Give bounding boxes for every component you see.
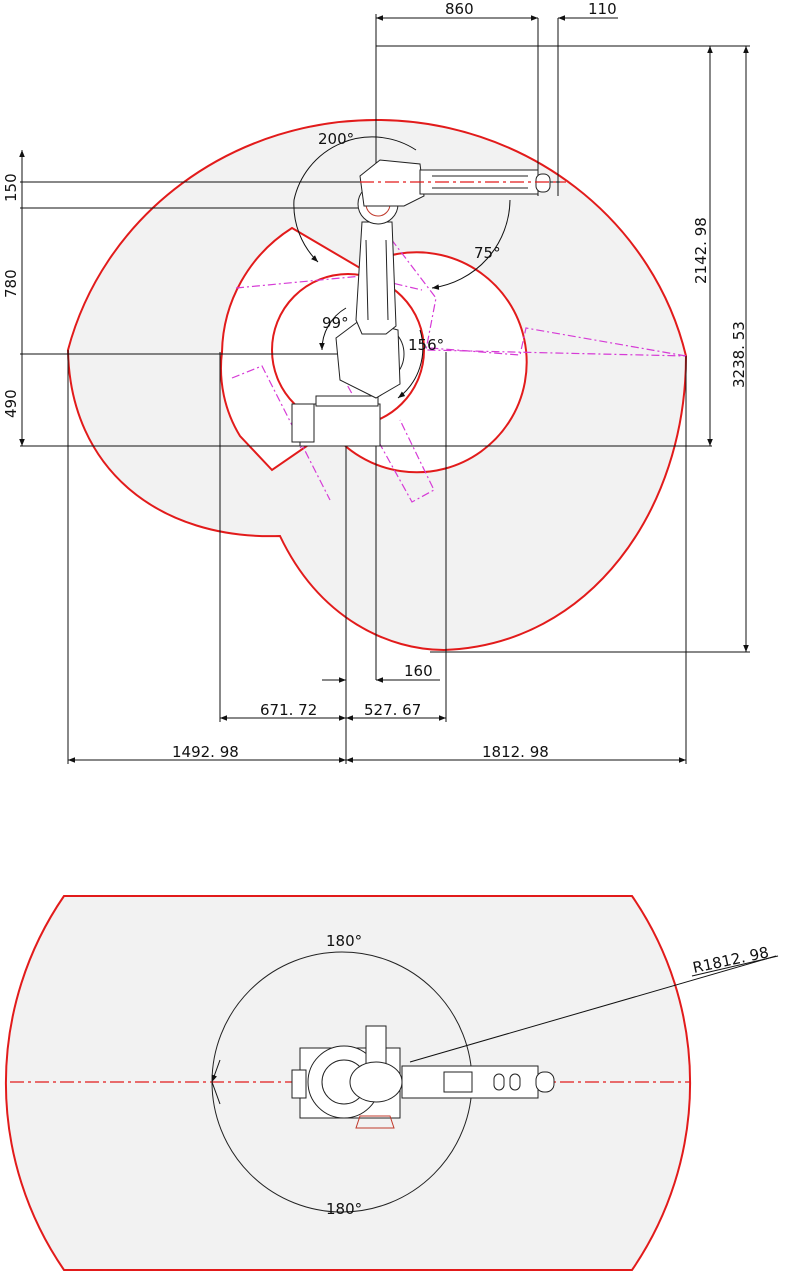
dim-527-67: 527. 67 — [364, 701, 421, 719]
dim-150: 150 — [2, 173, 20, 202]
dim-2142-98: 2142. 98 — [692, 217, 710, 284]
dim-160: 160 — [404, 662, 433, 680]
robot-upper-arm — [359, 159, 425, 207]
top-view: R1812. 98 180° 180° — [4, 895, 779, 1271]
angle-200: 200° — [318, 130, 354, 148]
dim-780: 780 — [2, 269, 20, 298]
side-view: 860 110 150 780 490 2142. 98 3238. 53 16… — [2, 0, 750, 764]
robot-cable-box — [291, 403, 315, 443]
robot-cable-top — [291, 1069, 307, 1099]
dimension-lines — [19, 14, 750, 764]
angle-99: 99° — [322, 314, 349, 332]
robot-side — [291, 159, 566, 447]
dim-671-72: 671. 72 — [260, 701, 317, 719]
radius-leader — [409, 955, 777, 1063]
robot-wrist-top — [535, 1071, 555, 1093]
dim-3238-53: 3238. 53 — [730, 321, 748, 388]
dim-1812-98: 1812. 98 — [482, 743, 549, 761]
robot-elbow-top — [349, 1061, 403, 1103]
robot-motor-top — [365, 1025, 387, 1067]
angle-156: 156° — [408, 336, 444, 354]
angle-180-top: 180° — [326, 932, 362, 950]
robot-base-plate — [315, 395, 379, 407]
robot-wrist — [535, 173, 551, 193]
robot-top — [291, 1025, 555, 1129]
radius-label: R1812. 98 — [691, 943, 770, 977]
dim-490: 490 — [2, 389, 20, 418]
angle-arcs — [293, 136, 511, 399]
angle-180-bottom: 180° — [326, 1200, 362, 1218]
dim-110: 110 — [588, 0, 617, 18]
dim-860: 860 — [445, 0, 474, 18]
robot-lower-arm — [355, 221, 397, 335]
robot-forearm-top — [401, 1065, 539, 1099]
dim-1492-98: 1492. 98 — [172, 743, 239, 761]
angle-75: 75° — [474, 244, 501, 262]
